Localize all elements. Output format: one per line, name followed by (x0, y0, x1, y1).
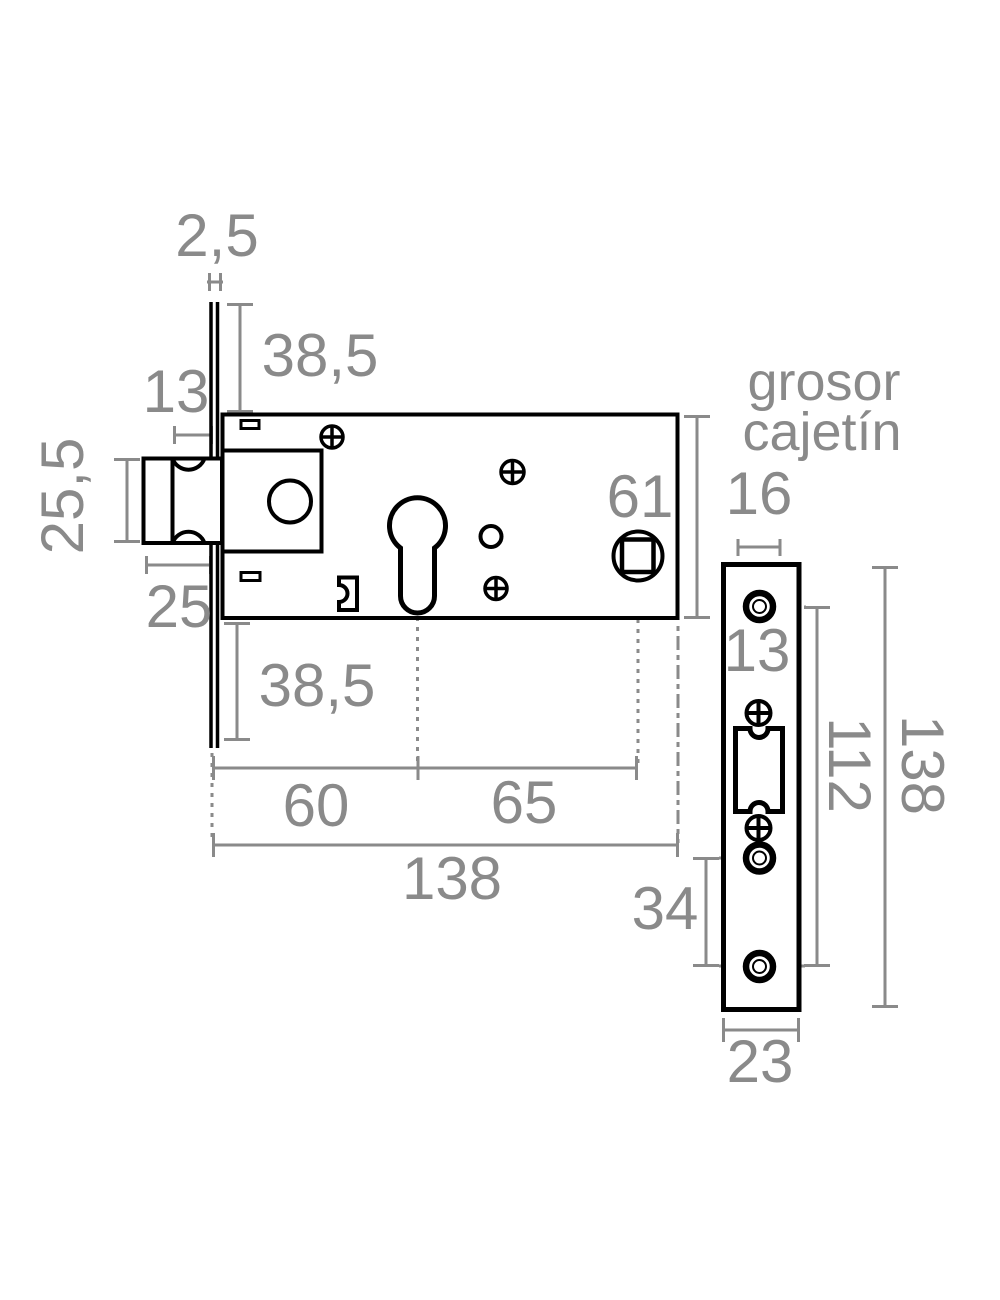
dim-label-case-length: 138 (401, 845, 503, 912)
dim-label-bottom-holes-spacing: 34 (631, 875, 699, 942)
dim-plate-thickness (207, 273, 223, 291)
dim-case-thickness (736, 539, 782, 556)
dim-latch-depth (173, 426, 213, 444)
spindle-follower (611, 529, 665, 583)
dim-plate-length (872, 566, 898, 1008)
phillips-screw-icon (744, 699, 773, 727)
front-view (141, 302, 680, 748)
dim-latch-height (114, 458, 140, 543)
dim-label-case-thickness: 16 (725, 460, 793, 527)
phillips-screw-icon (319, 424, 345, 450)
dim-label-latch-height: 25,5 (29, 437, 96, 555)
dim-holes-span (804, 606, 830, 967)
dim-label-plate-length: 138 (889, 714, 956, 816)
follower-box (220, 448, 324, 554)
screw-hole-top (742, 589, 777, 624)
dim-label-top-margin: 38,5 (261, 322, 379, 389)
dim-label-plate-width: 23 (726, 1028, 794, 1095)
dim-label-case-height: 61 (606, 463, 674, 530)
euro-cylinder-hole (387, 495, 448, 616)
dim-label-plate-thickness: 2,5 (175, 202, 259, 269)
dim-label-cutout-width: 13 (723, 617, 791, 684)
phillips-screw-icon (499, 458, 526, 486)
small-hole (478, 524, 504, 549)
follower-box-hole (267, 478, 313, 525)
dim-label-bottom-margin: 38,5 (258, 652, 376, 719)
dim-label-latch-depth: 13 (142, 358, 210, 425)
dim-case-height (684, 415, 710, 619)
dim-backset-row (212, 756, 638, 780)
dim-label-holes-span: 112 (816, 717, 883, 813)
phillips-screw-icon (744, 814, 773, 842)
annotation-grosor: grosor (747, 352, 901, 412)
dim-case-length (212, 833, 679, 857)
dim-label-latch-width: 25 (145, 573, 213, 640)
annotation-cajetin: cajetín (742, 402, 902, 462)
bracket-cutout (337, 575, 359, 612)
dim-label-cylinder-to-follower: 65 (490, 769, 558, 836)
latch-bolt (141, 456, 224, 545)
screw-hole-bottom (742, 949, 777, 984)
side-view (721, 562, 802, 1012)
screw-hole-middle (742, 841, 777, 875)
dim-plate-width (722, 1018, 800, 1042)
dim-bottom-holes-spacing (693, 857, 719, 967)
fixing-slot-bottom (239, 571, 262, 582)
phillips-screw-icon (483, 575, 509, 602)
dim-top-margin (227, 303, 253, 413)
latch-cutout (733, 726, 785, 814)
fixing-slot-top (239, 419, 261, 430)
dim-bottom-margin (224, 622, 250, 741)
dim-latch-width (145, 556, 212, 574)
dim-label-backset: 60 (282, 772, 350, 839)
